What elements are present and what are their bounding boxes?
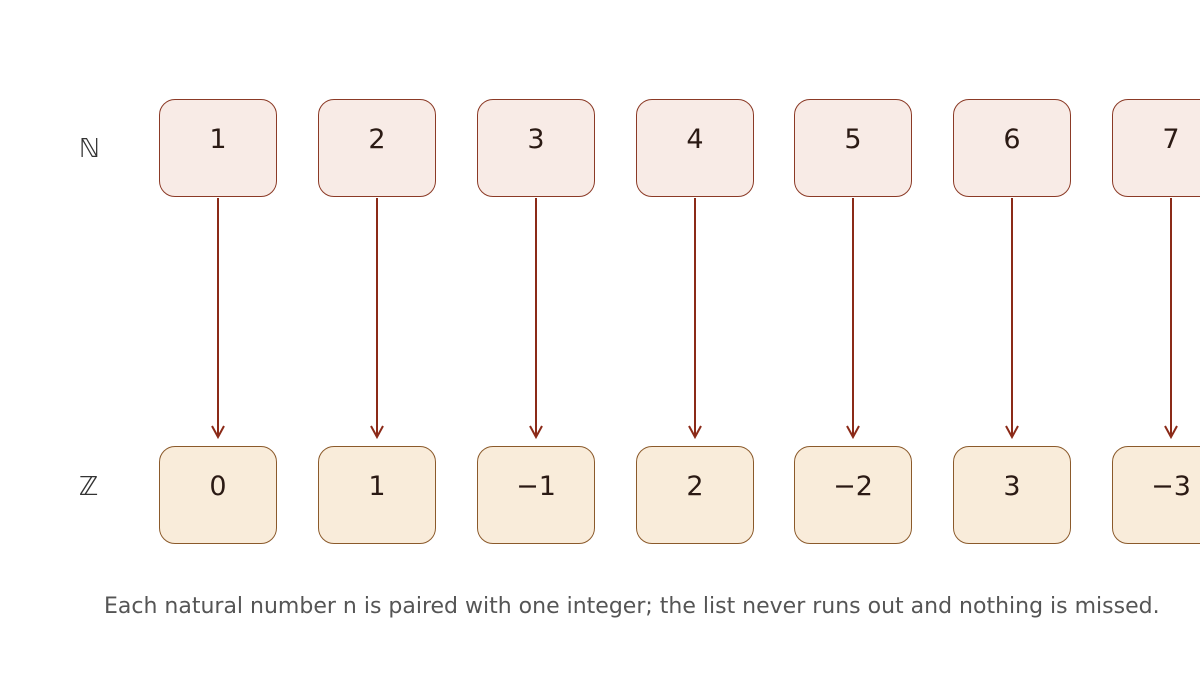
integer-box-4: 2 bbox=[636, 446, 754, 544]
integer-box-6: 3 bbox=[953, 446, 1071, 544]
natural-box-1: 1 bbox=[159, 99, 277, 197]
integer-box-3: −1 bbox=[477, 446, 595, 544]
arrow-head-3 bbox=[529, 425, 543, 440]
integer-box-5: −2 bbox=[794, 446, 912, 544]
natural-box-7: 7 bbox=[1112, 99, 1200, 197]
integer-box-1: 0 bbox=[159, 446, 277, 544]
naturals-label: ℕ bbox=[79, 134, 100, 164]
arrow-head-6 bbox=[1005, 425, 1019, 440]
arrow-head-2 bbox=[370, 425, 384, 440]
natural-box-2: 2 bbox=[318, 99, 436, 197]
integer-box-7: −3 bbox=[1112, 446, 1200, 544]
arrow-head-4 bbox=[688, 425, 702, 440]
caption: Each natural number n is paired with one… bbox=[104, 594, 1160, 619]
natural-box-5: 5 bbox=[794, 99, 912, 197]
arrow-head-7 bbox=[1164, 425, 1178, 440]
natural-box-4: 4 bbox=[636, 99, 754, 197]
arrow-head-5 bbox=[846, 425, 860, 440]
arrow-head-1 bbox=[211, 425, 225, 440]
integer-box-2: 1 bbox=[318, 446, 436, 544]
natural-box-3: 3 bbox=[477, 99, 595, 197]
natural-box-6: 6 bbox=[953, 99, 1071, 197]
integers-label: ℤ bbox=[79, 472, 99, 502]
